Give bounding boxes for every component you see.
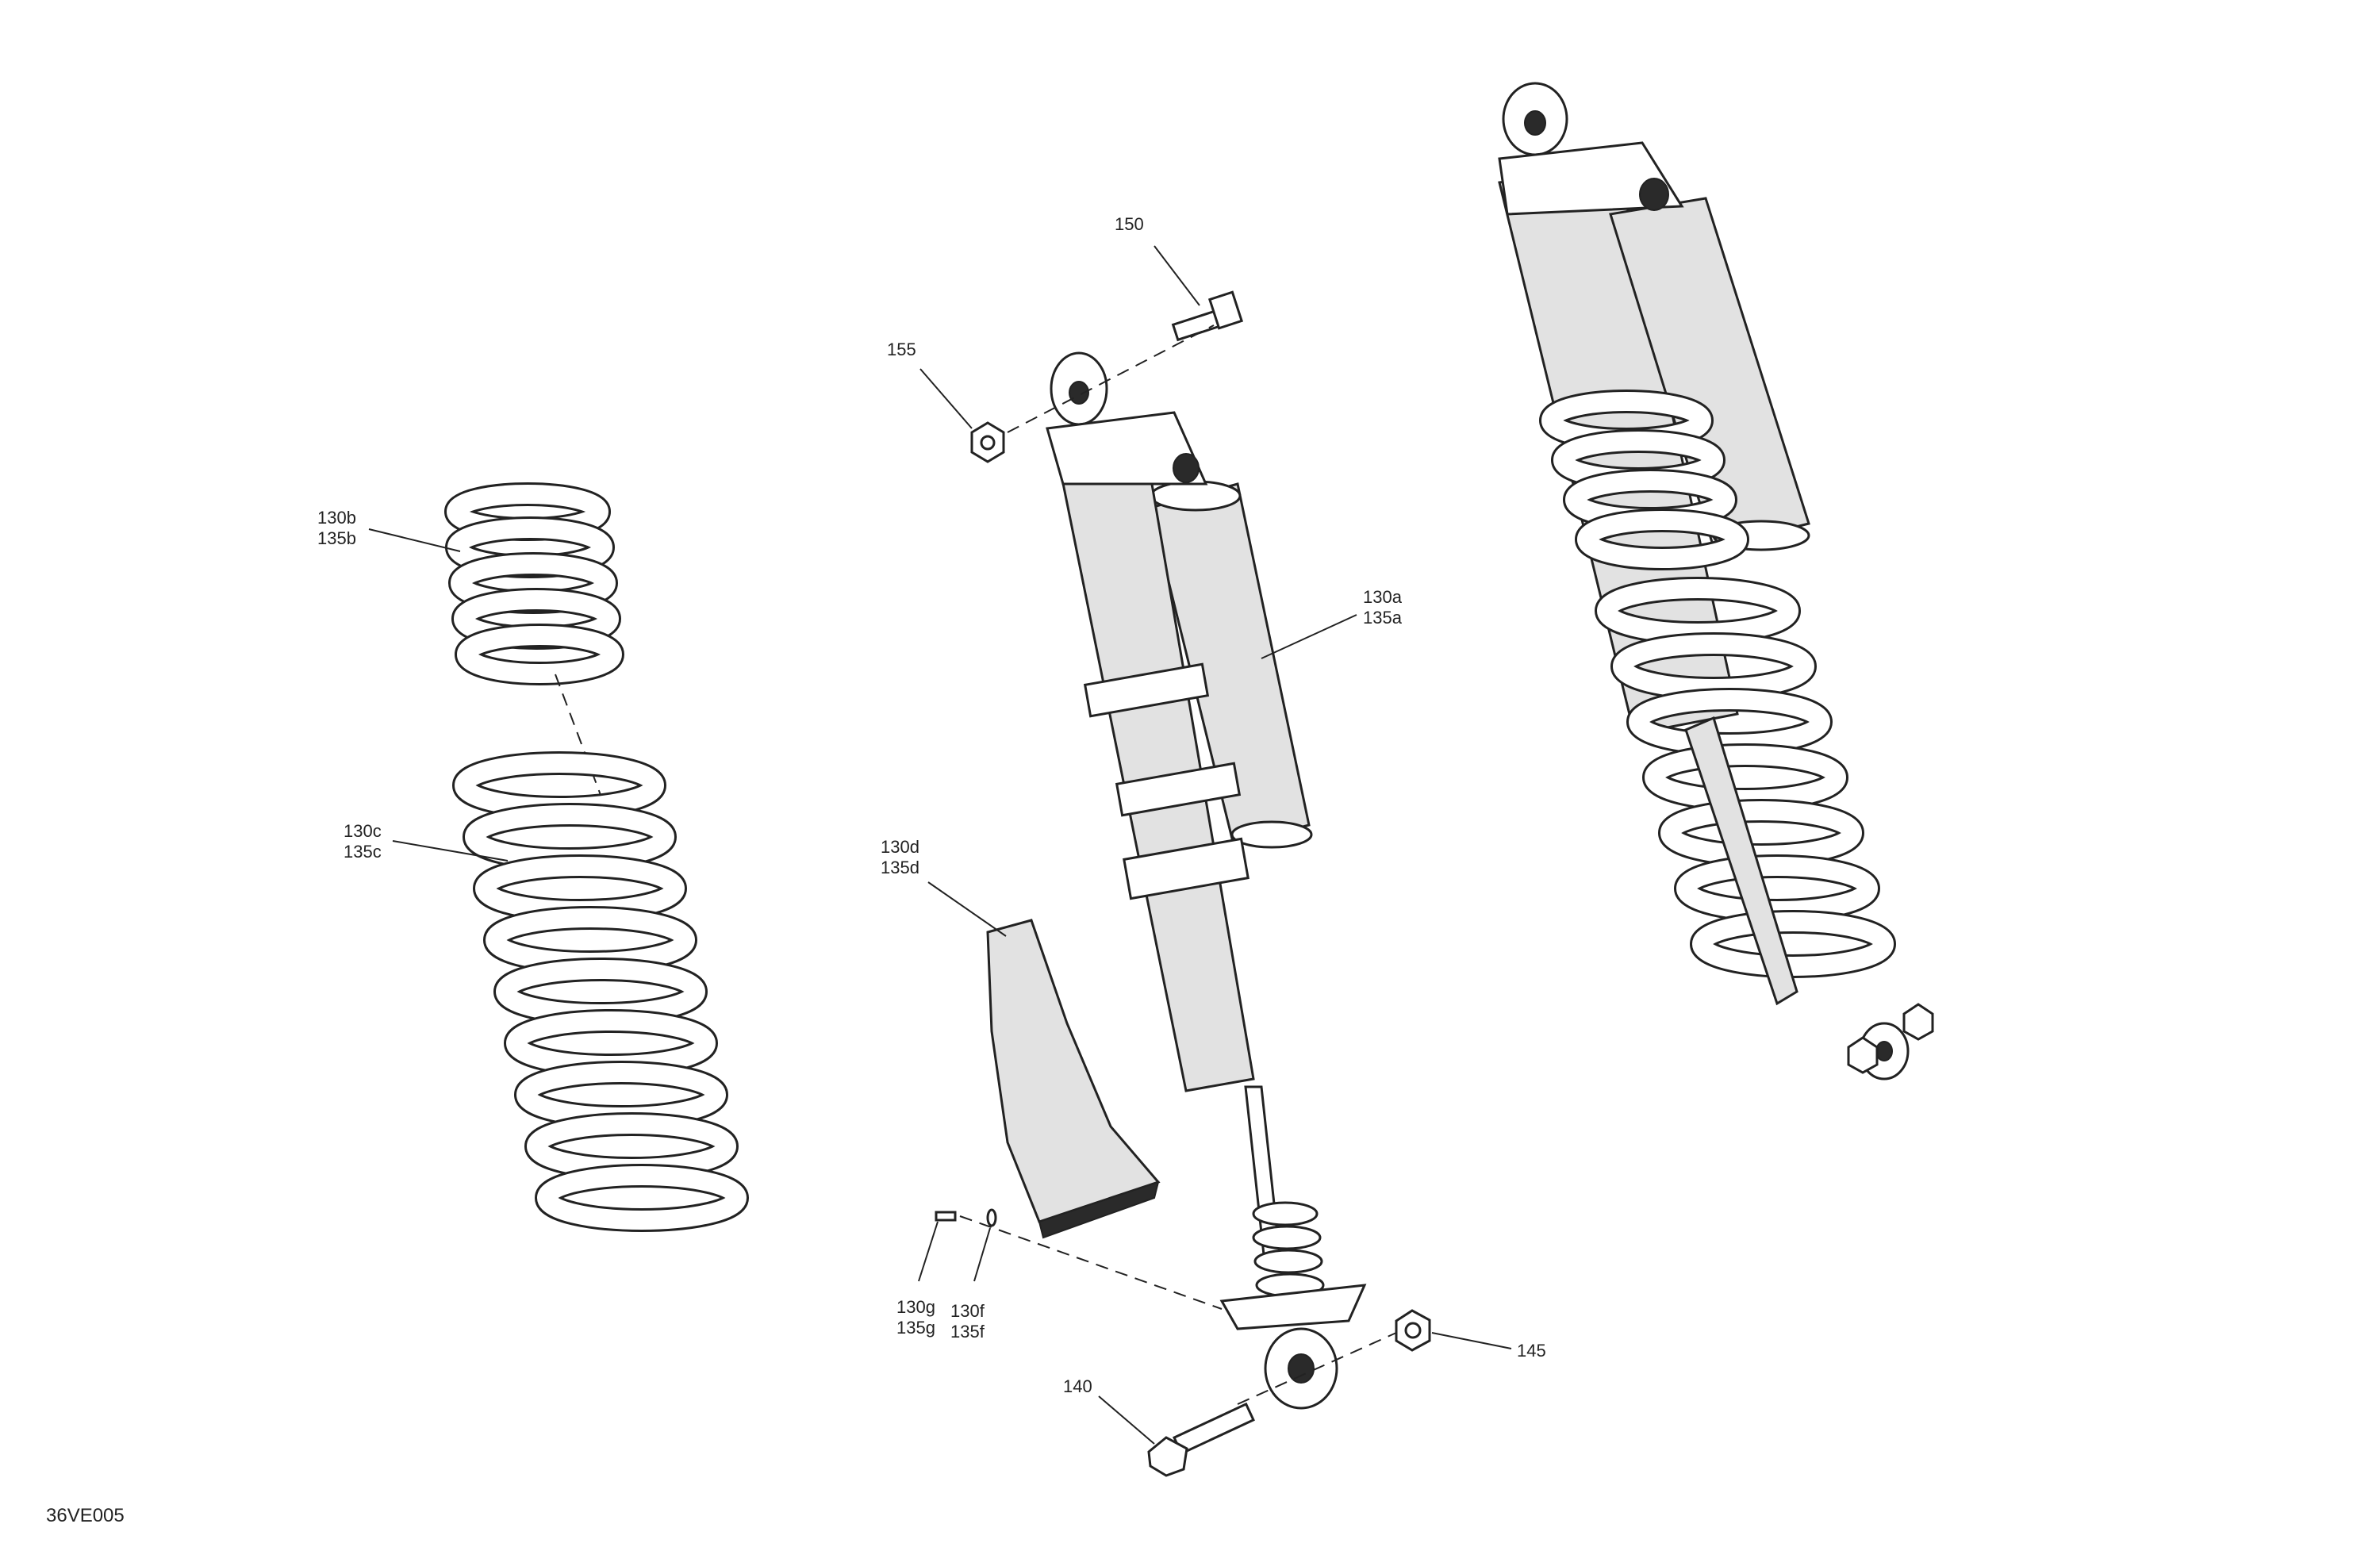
callout-130b: 130b 135b <box>317 508 361 548</box>
spring-guard <box>986 919 1161 1223</box>
leader-130a <box>1261 614 1357 659</box>
center-shock-absorber <box>1046 351 1367 1410</box>
callout-150: 150 <box>1115 214 1144 234</box>
bolt-150 <box>1171 290 1244 342</box>
axis-line-top-mount <box>1007 324 1215 433</box>
bolt-140 <box>1147 1402 1255 1477</box>
callout-130a: 130a 135a <box>1363 587 1407 628</box>
axis-line-guard-screw <box>959 1215 1223 1310</box>
callout-145: 145 <box>1517 1341 1546 1361</box>
lower-coil-spring <box>452 751 749 1232</box>
leader-130g <box>918 1221 939 1282</box>
callout-140: 140 <box>1063 1376 1092 1396</box>
leader-150 <box>1154 245 1200 306</box>
leader-130f <box>973 1227 991 1282</box>
callout-130f: 130f 135f <box>950 1301 989 1341</box>
axis-line-bottom-mount <box>1237 1332 1397 1405</box>
leader-130d <box>927 881 1007 937</box>
drawing-code: 36VE005 <box>46 1505 125 1526</box>
axis-line-springs <box>555 674 604 802</box>
upper-coil-spring <box>444 482 624 685</box>
assembled-shock-absorber <box>1498 82 1934 1080</box>
leader-140 <box>1098 1395 1155 1445</box>
leader-130c <box>392 840 509 862</box>
leader-155 <box>919 368 973 429</box>
callout-130c: 130c 135c <box>344 821 386 862</box>
leader-130b <box>368 528 461 552</box>
leader-145 <box>1431 1332 1512 1349</box>
callout-130d: 130d 135d <box>881 837 924 877</box>
callout-130g: 130g 135g <box>896 1297 940 1338</box>
callout-155: 155 <box>887 340 916 359</box>
screw-130g <box>935 1211 957 1222</box>
washer-130f <box>986 1208 997 1227</box>
